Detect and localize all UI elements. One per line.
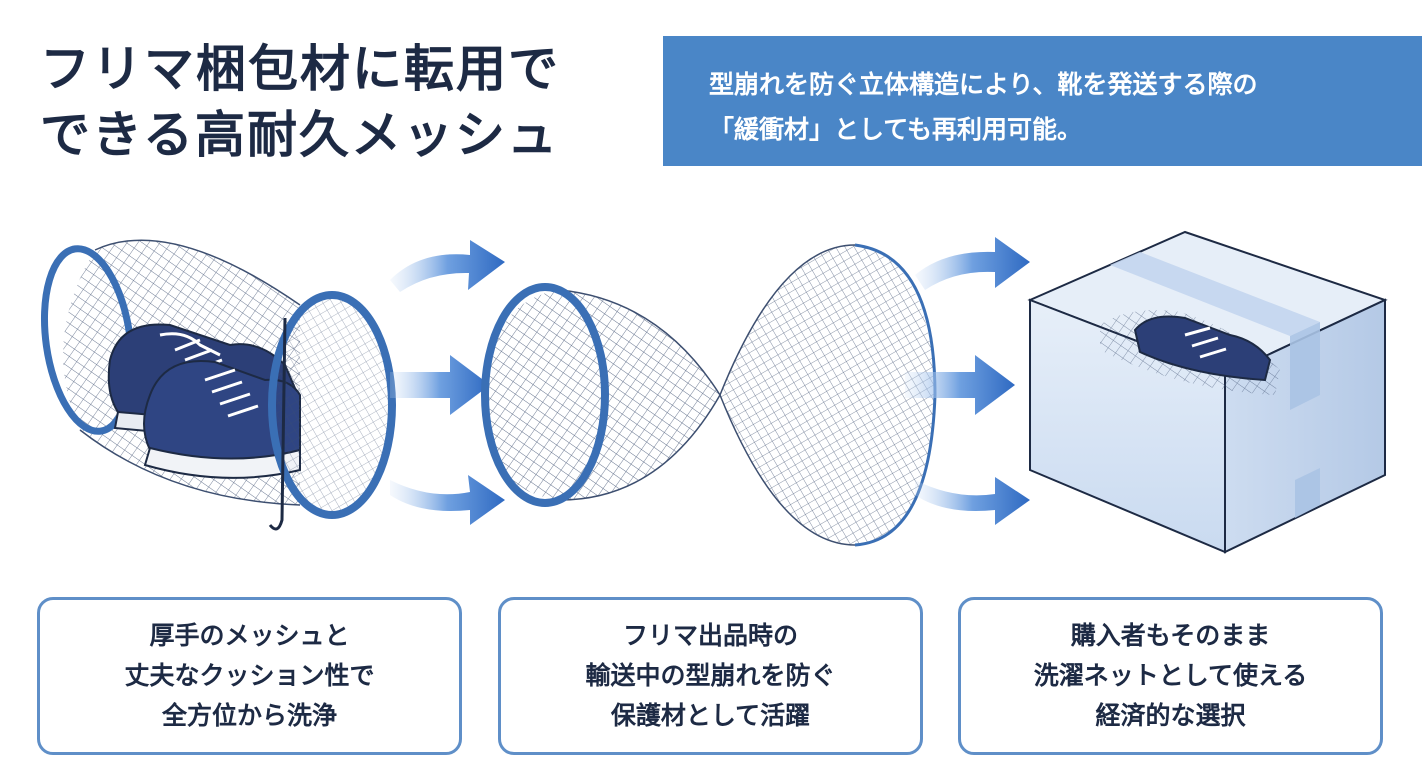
banner-line-2: 「緩衝材」としても再利用可能。 bbox=[709, 115, 1083, 144]
process-illustration bbox=[40, 230, 1388, 554]
arrow-group-2 bbox=[905, 237, 1030, 525]
title-line-2: できる高耐久メッシュ bbox=[40, 106, 559, 164]
banner-line-1: 型崩れを防ぐ立体構造により、靴を発送する際の bbox=[709, 70, 1258, 99]
feature-card-reuse: 購入者もそのまま 洗濯ネットとして使える 経済的な選択 bbox=[958, 597, 1383, 755]
card-line: 輸送中の型崩れを防ぐ bbox=[585, 661, 836, 690]
twisted-mesh bbox=[481, 243, 937, 547]
sneaker-icon bbox=[1133, 315, 1272, 382]
card-line: 洗濯ネットとして使える bbox=[1033, 661, 1308, 690]
card-line: 保護材として活躍 bbox=[610, 701, 811, 730]
feature-card-durability: 厚手のメッシュと 丈夫なクッション性で 全方位から洗浄 bbox=[37, 597, 462, 755]
card-line: 経済的な選択 bbox=[1095, 701, 1246, 730]
arrow-right-icon bbox=[915, 477, 1030, 525]
arrow-right-icon bbox=[390, 355, 490, 415]
arrow-right-icon bbox=[905, 355, 1015, 415]
card-line: フリマ出品時の bbox=[622, 621, 798, 650]
card-line: 丈夫なクッション性で bbox=[124, 661, 375, 690]
arrow-right-icon bbox=[390, 475, 505, 525]
page-title: フリマ梱包材に転用で できる高耐久メッシュ bbox=[40, 36, 560, 168]
card-line: 厚手のメッシュと bbox=[149, 621, 350, 650]
feature-card-protection: フリマ出品時の 輸送中の型崩れを防ぐ 保護材として活躍 bbox=[498, 597, 923, 755]
arrow-right-icon bbox=[915, 237, 1030, 290]
sneaker-icon bbox=[143, 360, 301, 479]
arrow-group-1 bbox=[390, 240, 505, 525]
shipping-box-icon bbox=[1027, 230, 1388, 554]
title-line-1: フリマ梱包材に転用で bbox=[40, 40, 560, 98]
arrow-right-icon bbox=[390, 240, 505, 292]
info-banner: 型崩れを防ぐ立体構造により、靴を発送する際の 「緩衝材」としても再利用可能。 bbox=[663, 36, 1422, 166]
mesh-bag-with-shoes bbox=[40, 239, 396, 531]
card-line: 全方位から洗浄 bbox=[161, 701, 337, 730]
card-line: 購入者もそのまま bbox=[1070, 621, 1271, 650]
